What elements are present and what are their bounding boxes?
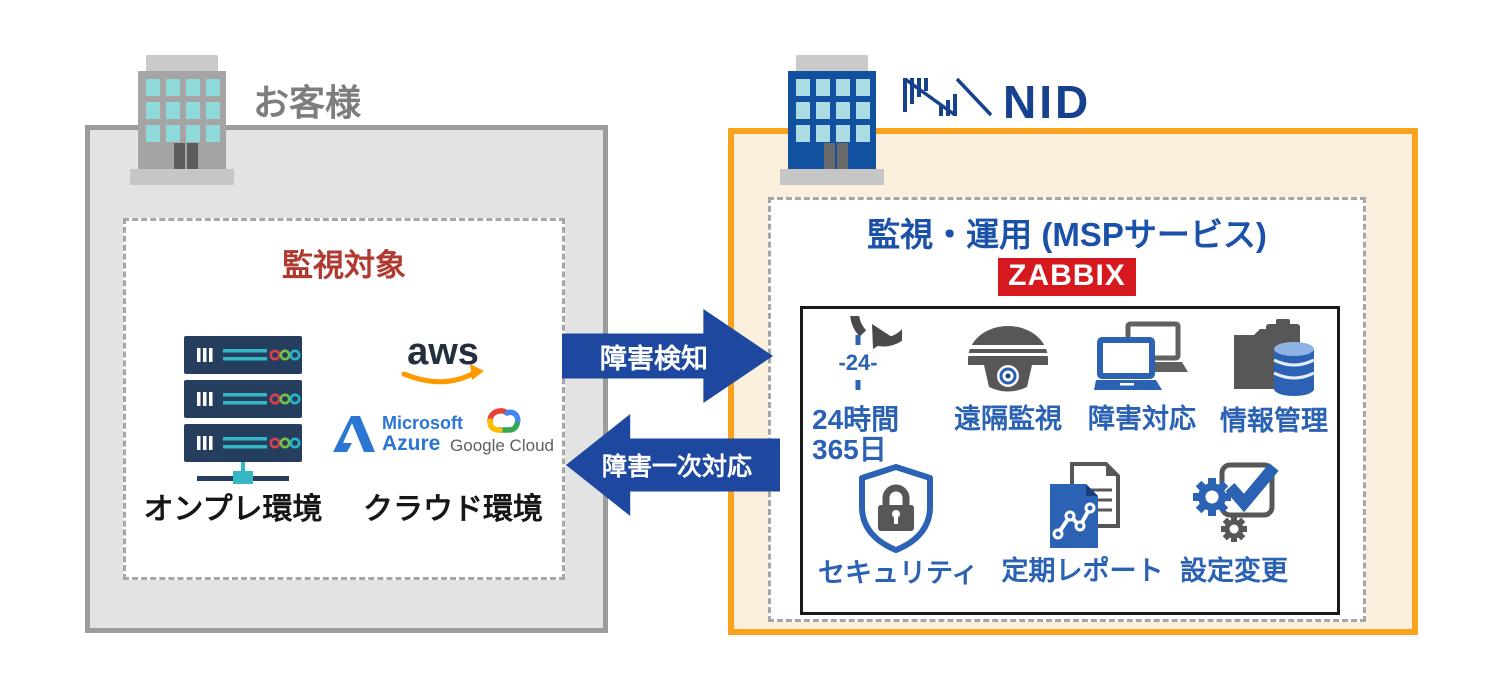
service-periodic-report-label: 定期レポート [1001, 556, 1164, 586]
service-config-change-label: 設定変更 [1180, 556, 1288, 586]
service-failure-handling: 障害対応 [1076, 318, 1208, 434]
azure-icon [333, 416, 375, 453]
failure-detection-label: 障害検知 [600, 343, 708, 374]
zabbix-badge: ZABBIX [998, 258, 1136, 296]
service-failure-handling-label: 障害対応 [1088, 404, 1196, 434]
clock-24-text: -24- [838, 350, 877, 375]
azure-text-line1: Microsoft [382, 413, 463, 433]
google-cloud-logo: Google Cloud [450, 404, 554, 456]
service-info-management: 情報管理 [1208, 318, 1340, 436]
report-chart-icon [1049, 462, 1120, 548]
service-24h365d-line2: 365日 [812, 434, 887, 466]
nid-logo: NID [903, 76, 1091, 128]
service-remote-monitoring: 遠隔監視 [944, 322, 1072, 434]
service-info-management-label: 情報管理 [1220, 406, 1328, 436]
service-config-change: 設定変更 [1160, 456, 1308, 586]
aws-logo: aws [401, 331, 484, 385]
laptop-icon [1094, 321, 1188, 390]
msp-service-title: 監視・運用 (MSPサービス) [867, 216, 1267, 253]
surveillance-camera-icon [966, 326, 1050, 392]
onprem-label: オンプレ環境 [143, 493, 323, 526]
clock-24-icon: -24- [838, 316, 902, 390]
google-cloud-text: Google Cloud [450, 436, 554, 455]
azure-text-line2: Azure [382, 431, 441, 455]
nid-building-icon [780, 55, 884, 185]
shield-lock-icon [858, 464, 933, 553]
service-24h365d-line1: 24時間 [812, 404, 900, 435]
customer-building-icon [130, 55, 234, 185]
google-cloud-icon [487, 408, 521, 433]
azure-logo: Microsoft Azure [333, 414, 463, 455]
service-security: セキュリティ [818, 462, 979, 588]
customer-label: お客様 [253, 82, 362, 123]
gear-check-icon [1193, 462, 1279, 542]
service-remote-monitoring-label: 遠隔監視 [954, 404, 1062, 434]
zabbix-badge-wrap: ZABBIX [768, 258, 1366, 296]
monitoring-target-title: 監視対象 [282, 248, 406, 283]
aws-logo-text: aws [407, 331, 479, 373]
failure-response-label: 障害一次対応 [602, 453, 753, 481]
service-24h365d: -24- 24時間 365日 [812, 316, 940, 465]
service-security-label: セキュリティ [818, 558, 979, 588]
folder-database-icon [1234, 319, 1315, 396]
service-periodic-report: 定期レポート [1000, 458, 1165, 586]
cloud-label: クラウド環境 [363, 493, 543, 526]
server-rack-icon [184, 336, 302, 484]
nid-logo-text: NID [1003, 76, 1091, 128]
